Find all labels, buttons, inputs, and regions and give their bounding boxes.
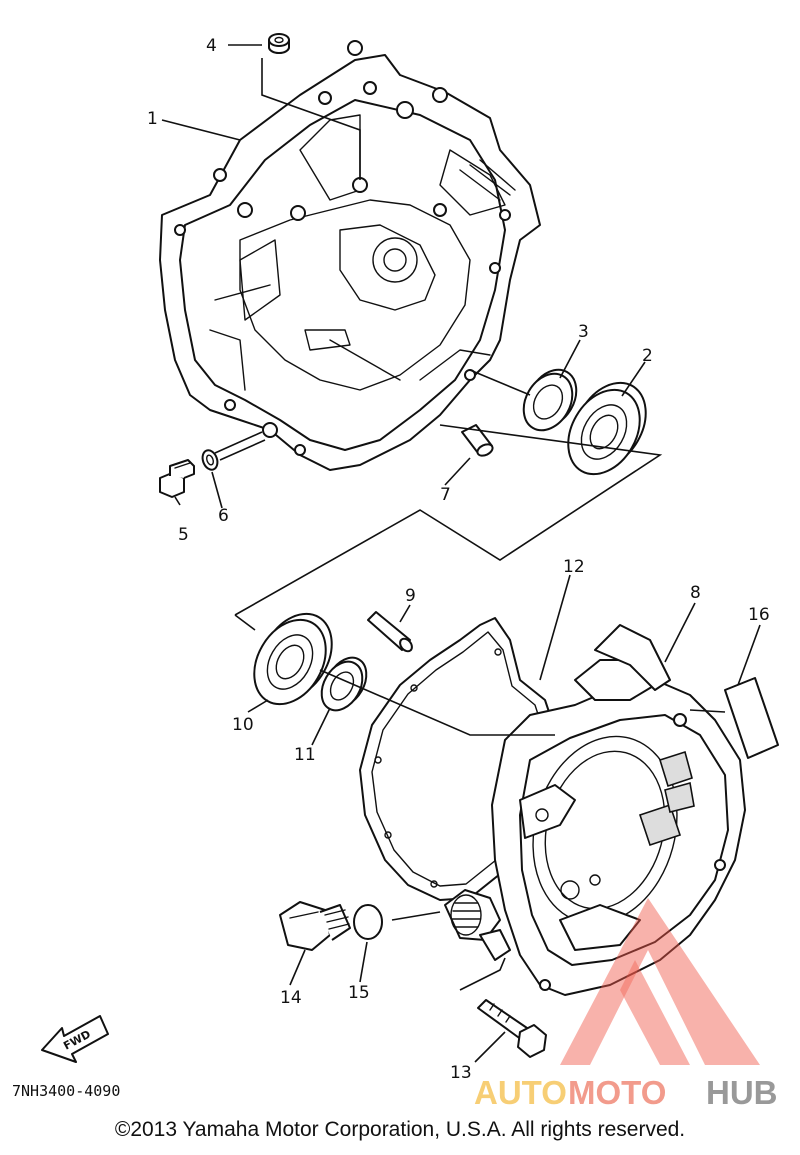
part-label-16: 16 <box>748 605 770 625</box>
oil-filler-cap-drawing <box>279 901 351 951</box>
part-label-14: 14 <box>280 988 302 1008</box>
collar-drawing <box>268 33 290 54</box>
oil-seal-upper-drawing <box>522 368 578 432</box>
part-labels: 4 1 3 2 5 6 7 12 8 9 16 10 11 14 15 13 <box>147 36 770 1083</box>
crankcase-cover-drawing <box>444 624 746 996</box>
part-label-4: 4 <box>206 36 217 56</box>
part-label-12: 12 <box>563 557 585 577</box>
automotohub-watermark: AUTO MOTO HUB <box>474 898 778 1111</box>
bearing-upper-drawing <box>567 381 647 476</box>
watermark-text-hub: HUB <box>706 1074 778 1111</box>
part-label-1: 1 <box>147 109 158 129</box>
part-label-11: 11 <box>294 745 316 765</box>
watermark-triangle-logo <box>560 898 760 1065</box>
pad-drawing <box>724 677 779 759</box>
bearing-lower-drawing <box>253 612 333 706</box>
label-leader-lines <box>161 44 761 1063</box>
watermark-text-moto: MOTO <box>568 1074 666 1111</box>
part-label-2: 2 <box>642 346 653 366</box>
copyright-notice: ©2013 Yamaha Motor Corporation, U.S.A. A… <box>114 1118 686 1141</box>
part-label-3: 3 <box>578 322 589 342</box>
o-ring-drawing <box>353 904 383 940</box>
crankcase-drawing <box>159 40 541 471</box>
forward-arrow-icon: FWD <box>41 1015 109 1063</box>
part-label-5: 5 <box>178 525 189 545</box>
part-label-9: 9 <box>405 586 416 606</box>
drain-bolt-drawing <box>159 459 195 498</box>
drawing-code: 7NH3400-4090 <box>12 1082 120 1100</box>
washer-drawing <box>201 449 219 471</box>
dowel-pin-lower-drawing <box>367 611 413 653</box>
dowel-pin-upper-drawing <box>461 424 494 457</box>
part-label-10: 10 <box>232 715 254 735</box>
bolt-drawing <box>477 999 547 1058</box>
part-label-8: 8 <box>690 583 701 603</box>
watermark-text-auto: AUTO <box>474 1074 567 1111</box>
part-label-6: 6 <box>218 506 229 526</box>
part-label-7: 7 <box>440 485 451 505</box>
part-label-13: 13 <box>450 1063 472 1083</box>
part-label-15: 15 <box>348 983 370 1003</box>
assembly-leader-lines <box>214 58 726 991</box>
